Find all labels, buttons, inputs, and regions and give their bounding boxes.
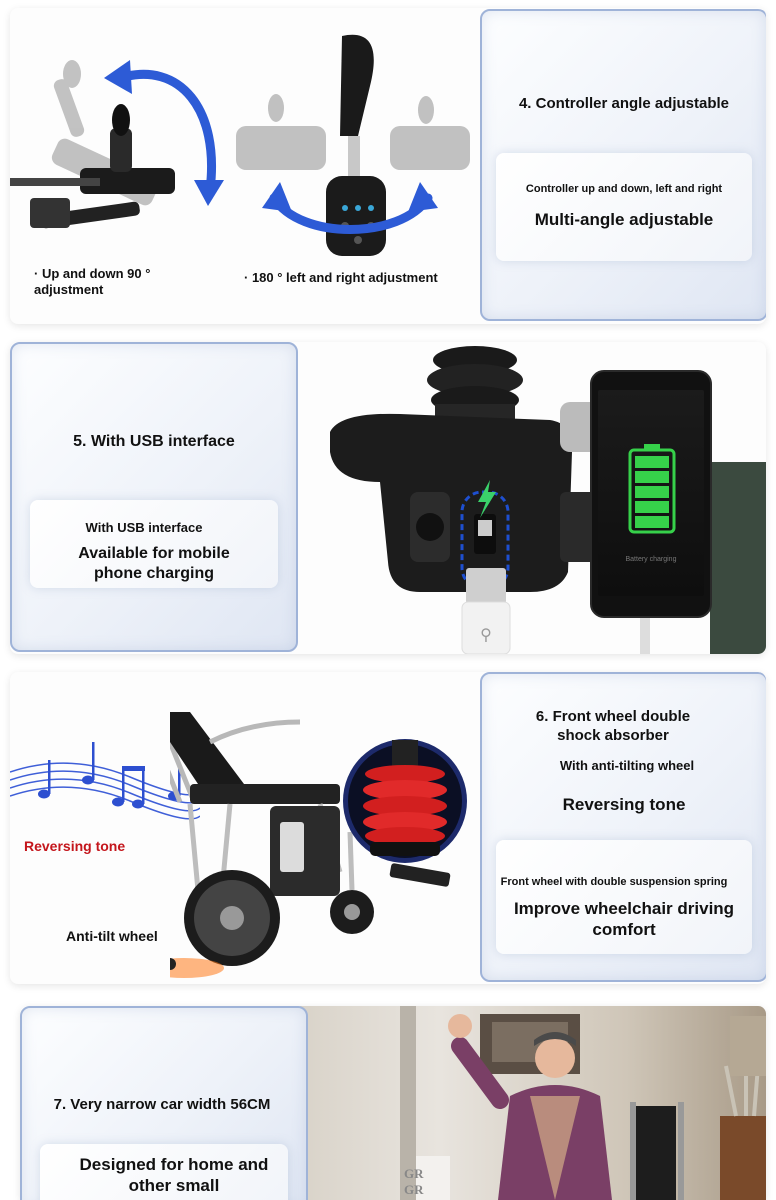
- left-right-arrow-icon: [262, 182, 438, 234]
- section-controller-angle: · Up and down 90 ° adjustment · 180 ° le…: [10, 8, 766, 324]
- usb-info-card: 5. With USB interface With USB interface…: [10, 342, 298, 652]
- phone-status-text: Battery charging: [625, 556, 677, 563]
- usb-sub-card: With USB interface Available for mobile …: [30, 500, 278, 588]
- controller-left-right-illustration: [236, 34, 470, 256]
- section-front-wheel: Reversing tone Anti-tilt wheel 6. Front …: [10, 672, 766, 984]
- section-4-title: 4. Controller angle adjustable: [518, 95, 730, 112]
- phone-screen: Battery charging: [598, 390, 704, 596]
- narrow-width-headline: Designed for home and other small: [79, 1155, 269, 1196]
- usb-headline: Available for mobile phone charging: [78, 545, 230, 582]
- caption-left-right: · 180 ° left and right adjustment: [244, 270, 438, 285]
- label-reversing-tone: Reversing tone: [24, 838, 126, 854]
- up-down-arrow-icon: [104, 60, 224, 206]
- section-7-title: 7. Very narrow car width 56CM: [53, 1096, 271, 1113]
- section-narrow-width: GR GR 7. Very narrow car width 56CM Desi…: [20, 1006, 766, 1200]
- music-notes-icon: [10, 742, 200, 820]
- battery-icon: [628, 444, 676, 534]
- front-wheel-info-card: 6. Front wheel double shock absorber Wit…: [480, 672, 766, 982]
- home-scene-illustration: [400, 1006, 766, 1200]
- narrow-width-info-card: 7. Very narrow car width 56CM Designed f…: [20, 1006, 308, 1200]
- front-wheel-sub-card: Front wheel with double suspension sprin…: [496, 840, 752, 954]
- towel-label-1: GR: [404, 1166, 424, 1181]
- shock-spring-icon: [343, 739, 467, 863]
- controller-info-card: 4. Controller angle adjustable Controlle…: [480, 9, 766, 321]
- section-6-title: 6. Front wheel double shock absorber: [535, 708, 691, 744]
- towel-label-2: GR: [404, 1182, 424, 1197]
- usb-controller-illustration: ⚲: [330, 346, 766, 654]
- svg-text:⚲: ⚲: [480, 625, 492, 644]
- wheelchair-illustration: [170, 712, 451, 978]
- caption-up-down: · Up and down 90 ° adjustment: [34, 266, 151, 298]
- section-usb-interface: 5. With USB interface With USB interface…: [10, 342, 766, 654]
- controller-headline: Multi-angle adjustable: [534, 210, 714, 229]
- front-wheel-sub-text: Front wheel with double suspension sprin…: [500, 876, 728, 888]
- usb-sub-text: With USB interface: [85, 520, 203, 535]
- section-5-title: 5. With USB interface: [73, 433, 235, 450]
- label-anti-tilt-wheel: Anti-tilt wheel: [66, 928, 158, 944]
- reversing-tone-heading: Reversing tone: [562, 795, 686, 814]
- controller-sub-card: Controller up and down, left and right M…: [496, 153, 752, 261]
- phone-charging: Battery charging: [590, 370, 712, 618]
- controller-up-down-illustration: [10, 60, 175, 229]
- controller-sub-text: Controller up and down, left and right: [525, 183, 723, 195]
- anti-tilting-heading: With anti-tilting wheel: [559, 758, 695, 773]
- narrow-width-sub-card: Designed for home and other small: [40, 1144, 288, 1200]
- front-wheel-headline: Improve wheelchair driving comfort: [513, 899, 735, 940]
